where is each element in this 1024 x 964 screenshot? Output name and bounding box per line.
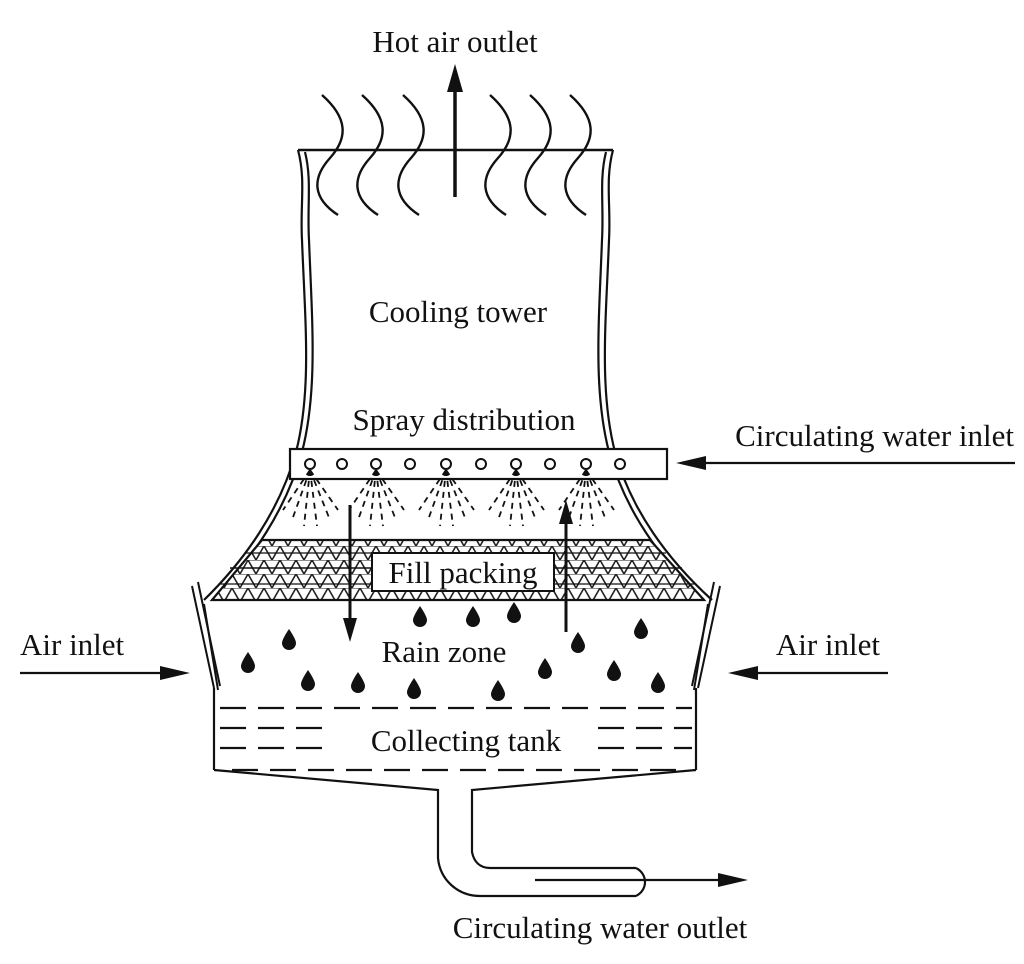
rain-zone-label: Rain zone <box>382 634 507 669</box>
circulating-water-outlet-label: Circulating water outlet <box>453 910 748 945</box>
hot-air-waves <box>316 94 592 217</box>
spray-distribution-label: Spray distribution <box>352 402 576 437</box>
spray-nozzle-2 <box>348 469 405 527</box>
air-inlet-right-label: Air inlet <box>776 627 881 662</box>
spray-nozzles <box>282 469 615 527</box>
spray-nozzle-5 <box>558 469 615 527</box>
water-inlet-arrow <box>676 456 1015 470</box>
hot-air-arrow <box>447 64 463 197</box>
water-outlet-arrow <box>535 873 748 887</box>
right-air-arrow <box>728 666 888 680</box>
fill-packing-band <box>209 538 707 602</box>
circulating-water-inlet-label: Circulating water inlet <box>735 418 1014 453</box>
hot-air-outlet-label: Hot air outlet <box>372 24 538 59</box>
fill-packing-label: Fill packing <box>389 555 538 590</box>
tower-shell <box>203 149 713 601</box>
water-surface-dashes <box>220 706 692 772</box>
air-inlet-left-label: Air inlet <box>20 627 125 662</box>
left-louvers <box>191 581 221 691</box>
right-louvers <box>691 581 721 691</box>
spray-nozzle-3 <box>418 469 475 527</box>
spray-nozzle-1 <box>282 469 339 527</box>
collecting-tank-label: Collecting tank <box>371 723 562 758</box>
cooling-tower-label: Cooling tower <box>369 294 548 329</box>
water-droplets <box>241 602 665 701</box>
left-air-arrow <box>20 666 190 680</box>
air-up-arrow <box>559 500 573 632</box>
spray-nozzle-4 <box>488 469 545 527</box>
spray-distribution-pipe <box>288 447 669 481</box>
water-down-arrow <box>343 505 357 642</box>
collecting-tank <box>212 688 698 898</box>
